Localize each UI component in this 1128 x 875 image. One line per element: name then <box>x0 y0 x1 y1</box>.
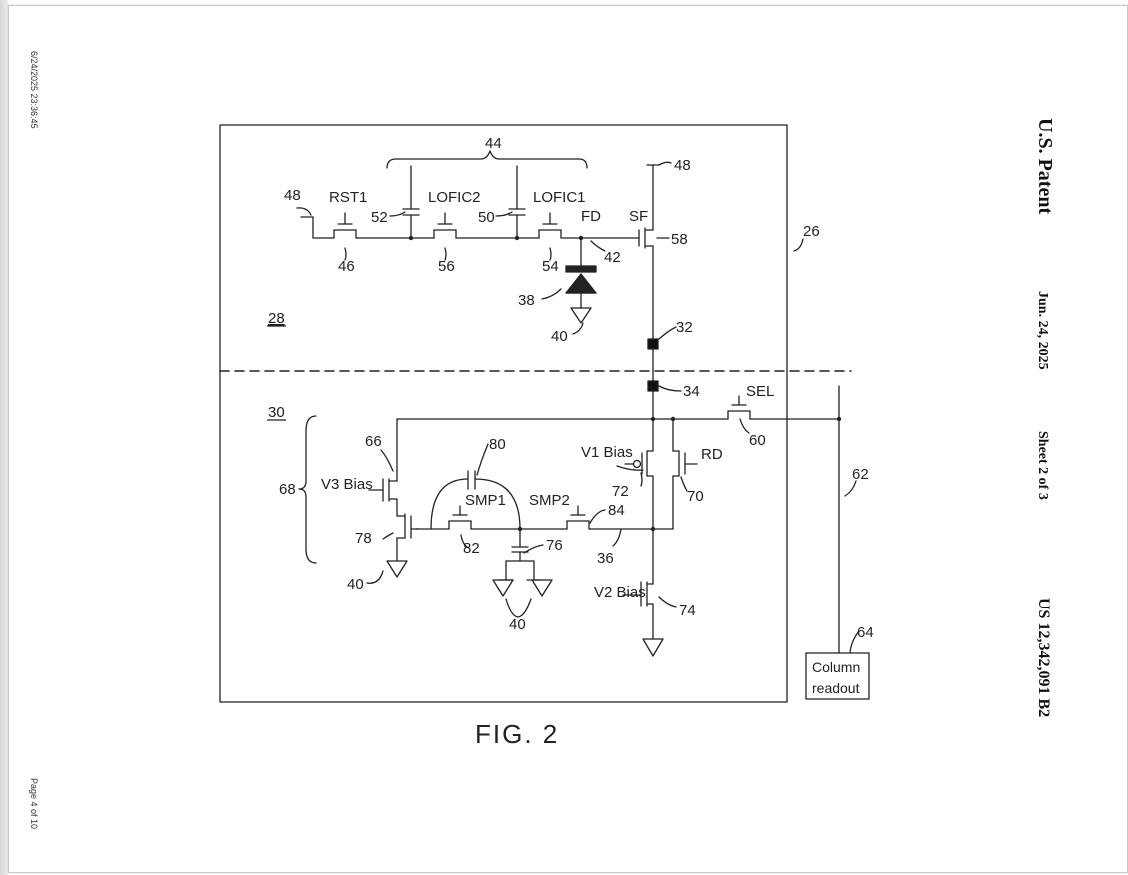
label-sel: SEL <box>746 383 774 400</box>
label-v2-bias: V2 Bias <box>594 584 646 601</box>
rd-transistor <box>672 450 698 530</box>
label-84: 84 <box>608 502 625 519</box>
label-rd: RD <box>701 446 723 463</box>
label-34: 34 <box>683 383 700 400</box>
label-smp1: SMP1 <box>465 492 506 509</box>
label-lofic1: LOFIC1 <box>533 189 586 206</box>
label-column-readout-2: readout <box>812 680 860 696</box>
label-62: 62 <box>852 466 869 483</box>
sf-transistor <box>638 164 660 345</box>
label-32: 32 <box>676 319 693 336</box>
capacitor-52 <box>402 165 420 239</box>
v1-bias-transistor <box>624 450 654 585</box>
label-50: 50 <box>478 209 495 226</box>
label-column-readout-1: Column <box>812 659 860 675</box>
label-68: 68 <box>279 481 296 498</box>
label-40-bottom: 40 <box>509 616 526 633</box>
label-48-top: 48 <box>674 157 691 174</box>
capacitor-80 <box>430 470 521 530</box>
sel-transistor <box>727 395 751 420</box>
label-28: 28 <box>268 310 285 327</box>
label-fd: FD <box>581 208 601 225</box>
label-82: 82 <box>463 540 480 557</box>
lofic2-transistor <box>433 212 457 239</box>
smp2-transistor <box>566 505 590 530</box>
label-30: 30 <box>268 404 285 421</box>
label-52: 52 <box>371 209 388 226</box>
circuit-diagram: 44 48 RST1 LOFIC2 LOFIC1 FD SF 48 52 50 … <box>219 124 874 749</box>
label-42: 42 <box>604 249 621 266</box>
lofic1-transistor <box>538 212 562 239</box>
label-rst1: RST1 <box>329 189 367 206</box>
label-40-left: 40 <box>347 576 364 593</box>
patent-page: 6/24/2025 23:36:45 Page 4 of 10 U.S. Pat… <box>8 5 1128 873</box>
label-sf: SF <box>629 208 648 225</box>
label-26: 26 <box>803 223 820 240</box>
column-readout-box <box>805 652 870 700</box>
label-v1-bias: V1 Bias <box>581 444 633 461</box>
label-36: 36 <box>597 550 614 567</box>
bond-pad-34 <box>647 380 659 392</box>
brace-44 <box>386 150 588 169</box>
v3-bias-stack <box>368 418 420 578</box>
v2-bias-transistor <box>622 581 664 657</box>
label-70: 70 <box>687 488 704 505</box>
label-40-photodiode: 40 <box>551 328 568 345</box>
brace-68 <box>298 415 317 564</box>
bond-pad-32 <box>647 338 659 350</box>
label-smp2: SMP2 <box>529 492 570 509</box>
label-44: 44 <box>485 135 502 152</box>
junction-dots <box>408 235 842 532</box>
label-58: 58 <box>671 231 688 248</box>
label-60: 60 <box>749 432 766 449</box>
label-54: 54 <box>542 258 559 275</box>
label-64: 64 <box>857 624 874 641</box>
smp1-transistor <box>448 505 472 530</box>
label-80: 80 <box>489 436 506 453</box>
label-56: 56 <box>438 258 455 275</box>
label-v3-bias: V3 Bias <box>321 476 373 493</box>
viewer-scroll-edge <box>0 0 8 875</box>
hold-capacitors-76 <box>492 528 553 597</box>
label-lofic2: LOFIC2 <box>428 189 481 206</box>
label-48-left: 48 <box>284 187 301 204</box>
photodiode-38 <box>565 237 597 324</box>
label-38: 38 <box>518 292 535 309</box>
label-74: 74 <box>679 602 696 619</box>
label-76: 76 <box>546 537 563 554</box>
figure-caption: FIG. 2 <box>475 719 559 749</box>
capacitor-50 <box>508 165 526 239</box>
label-72: 72 <box>612 483 629 500</box>
label-66: 66 <box>365 433 382 450</box>
label-78: 78 <box>355 530 372 547</box>
label-46: 46 <box>338 258 355 275</box>
rst1-transistor <box>333 212 357 239</box>
pixel-block-outline <box>219 124 788 703</box>
